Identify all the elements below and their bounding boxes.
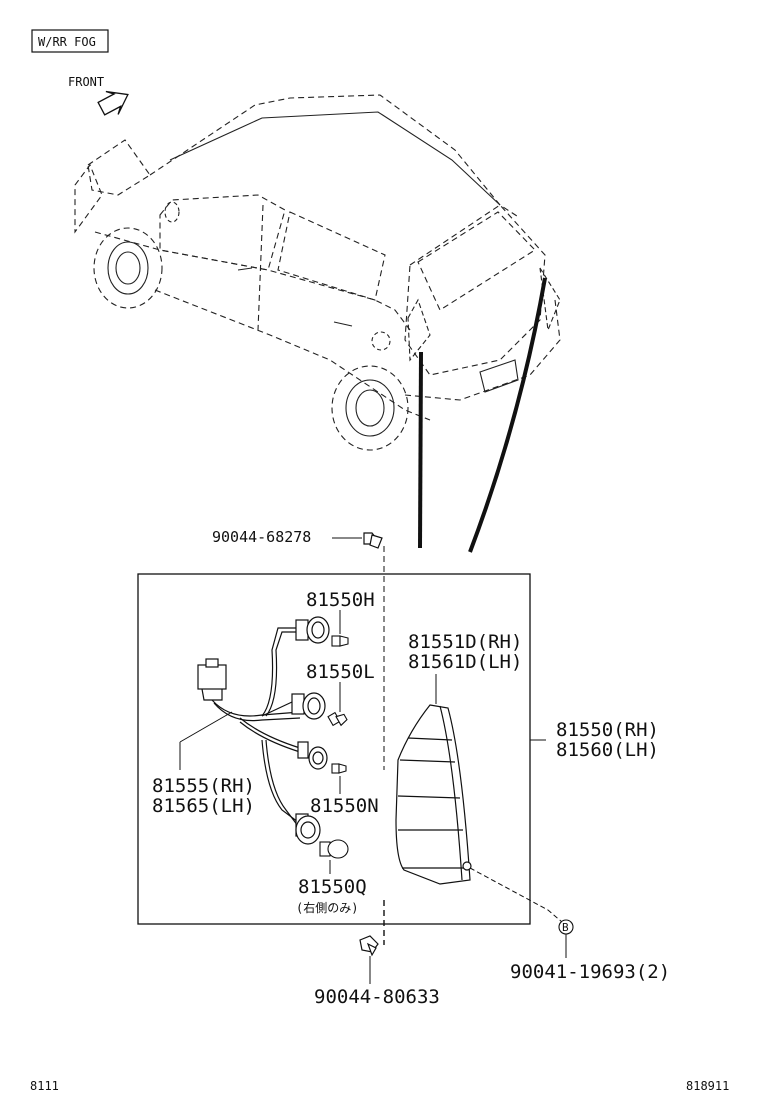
rear-lamp-seg-2 — [399, 759, 456, 763]
screw-bottom-icon — [359, 935, 379, 957]
part-label-bulb-q: 81550Q — [298, 876, 367, 898]
part-label-screw-side: 90041-19693(2) — [510, 961, 670, 983]
car-back-glass — [417, 211, 536, 311]
option-tag: W/RR FOG — [31, 29, 109, 53]
car-back-door — [404, 204, 546, 376]
leader-line-left — [418, 351, 423, 549]
car-license-plate — [479, 359, 519, 393]
socket-n — [297, 741, 328, 770]
circle-marker-letter: B — [562, 921, 569, 934]
car-rear-handle — [333, 321, 353, 327]
dashed-side-screw — [469, 867, 563, 923]
car-beltline — [94, 231, 411, 331]
car-front-face — [74, 163, 103, 234]
part-label-screw-bottom: 90044-80633 — [314, 986, 440, 1008]
car-front-wheel — [93, 227, 163, 309]
harness-branch-n — [239, 717, 301, 749]
leader-lines-heavy — [418, 277, 547, 553]
harness-branch-h — [261, 627, 298, 717]
part-label-screw-top: 90044-68278 — [212, 528, 311, 546]
front-label: FRONT — [68, 75, 104, 89]
car-mirror — [164, 201, 180, 223]
circle-marker: B — [558, 919, 574, 935]
part-label-lens-lh: 81561D(LH) — [408, 651, 522, 673]
rear-lamp-assembly — [395, 704, 472, 885]
harness-connector-boot — [201, 688, 223, 701]
harness-trunk — [211, 699, 301, 717]
car-front-window — [159, 194, 286, 271]
car-roof-rail — [169, 111, 501, 206]
car-door-line — [257, 204, 264, 331]
part-note-bulb-q: (右側のみ) — [296, 900, 358, 915]
part-label-bulb-h: 81550H — [306, 589, 375, 611]
car-fuel-cap — [371, 331, 391, 351]
page-code: 8111 — [30, 1079, 59, 1093]
option-tag-frame — [31, 29, 109, 53]
part-label-bulb-n: 81550N — [310, 795, 379, 817]
car-illustration — [74, 94, 561, 451]
front-arrow-icon — [97, 90, 129, 116]
figure-id: 818911 — [686, 1079, 729, 1093]
rear-lamp-seg-1 — [407, 737, 453, 741]
car-hood — [87, 139, 151, 196]
car-rear-window — [277, 211, 386, 301]
car-right-lamp — [539, 267, 561, 333]
rear-lamp-screw-hole — [462, 861, 472, 871]
car-rocker — [154, 289, 431, 421]
bulb-l-icon — [327, 711, 348, 727]
part-label-lens-rh: 81551D(RH) — [408, 631, 522, 653]
leader-line-right — [468, 277, 547, 553]
car-left-lamp — [407, 298, 431, 362]
part-label-assy-lh: 81560(LH) — [556, 739, 659, 761]
socket-l — [291, 692, 326, 720]
rear-lamp-edge — [439, 705, 463, 881]
harness-branch-l — [261, 701, 293, 717]
part-screw-top: 90044-68278 — [212, 528, 383, 549]
car-front-handle — [237, 267, 253, 271]
rear-lamp-housing — [395, 704, 471, 885]
car-roof-outline — [149, 94, 521, 219]
part-label-socket-lh: 81565(LH) — [152, 795, 255, 817]
bulb-h-icon — [331, 635, 349, 647]
front-arrow: FRONT — [68, 75, 129, 116]
screw-top-icon — [363, 532, 383, 549]
part-label-assy-rh: 81550(RH) — [556, 719, 659, 741]
wiring-harness — [197, 627, 301, 827]
assembly-frame — [137, 573, 531, 925]
harness-trunk-2 — [213, 702, 301, 722]
bulb-n-icon — [331, 763, 347, 774]
harness-branch-q — [261, 739, 299, 823]
harness-connector — [197, 664, 227, 690]
part-label-bulb-l: 81550L — [306, 661, 375, 683]
car-rear-wheel — [331, 365, 409, 451]
socket-h — [295, 616, 330, 644]
option-tag-text: W/RR FOG — [38, 35, 96, 49]
harness-connector-latch — [205, 658, 219, 668]
bulb-q-icon — [319, 839, 349, 859]
socket-q — [295, 813, 321, 845]
part-label-socket-rh: 81555(RH) — [152, 775, 255, 797]
rear-lamp-seg-3 — [397, 795, 461, 799]
